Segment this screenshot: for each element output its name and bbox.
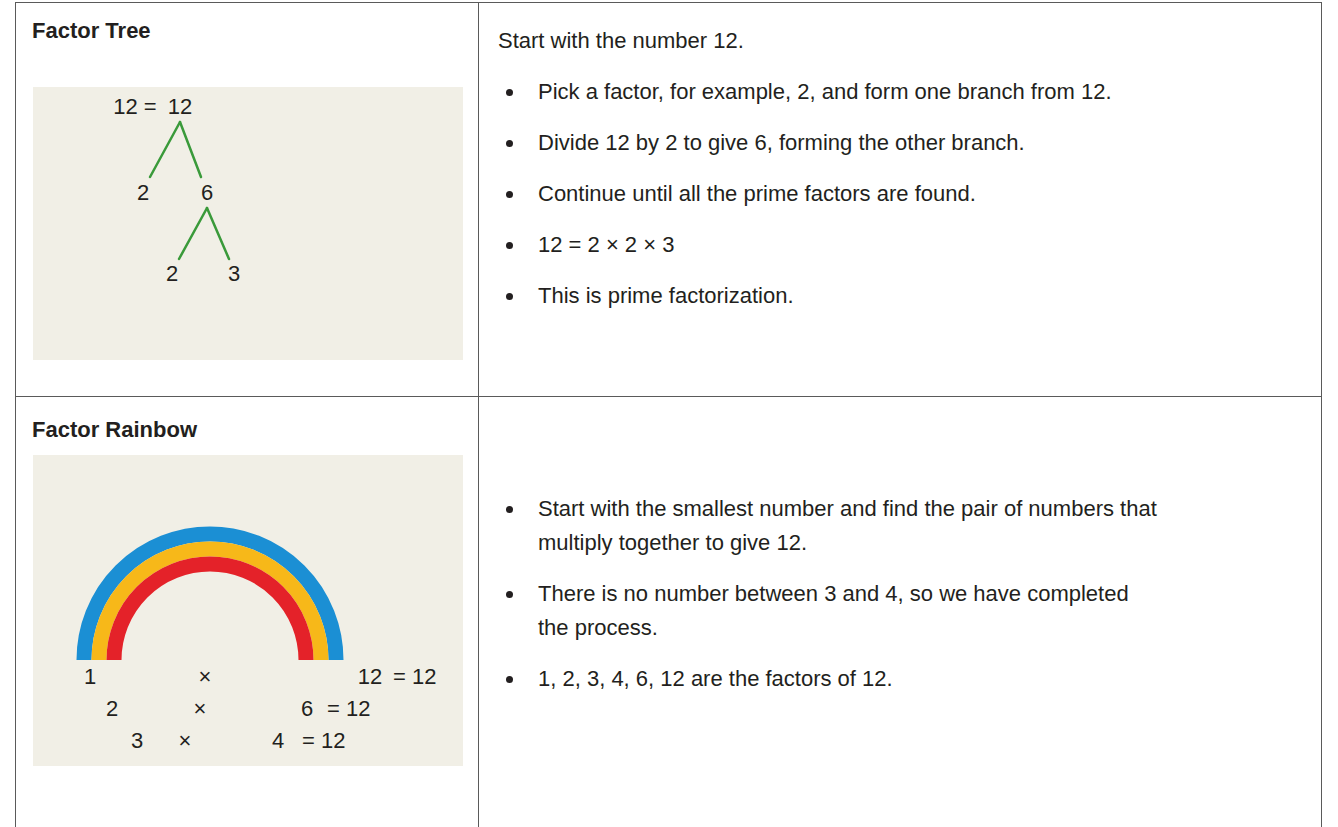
cell-heading: Factor Tree (32, 18, 151, 44)
example-number: 2 (106, 696, 118, 722)
rainbow-arc (84, 534, 336, 660)
bullet-item: There is no number between 3 and 4, so w… (498, 577, 1321, 645)
example-panel: 12 = 12 2 6 2 3 (33, 87, 463, 360)
bullet-text: Start with the smallest number and find … (538, 492, 1163, 560)
factor-tree-branches (150, 122, 229, 259)
rainbow-arc (114, 564, 306, 660)
bullet-text: Divide 12 by 2 to give 6, forming the ot… (538, 126, 1163, 160)
example-number: 3 (131, 728, 143, 754)
bullet-dot (506, 506, 513, 513)
example-number: 2 (166, 261, 178, 287)
example-number: 2 (137, 180, 149, 206)
bullet-dot (506, 140, 513, 147)
bullet-item: Start with the number 12. (498, 24, 1321, 58)
heading-cell: Factor Tree 12 = 12 2 6 2 3 (15, 2, 480, 398)
bullet-dot (506, 676, 513, 683)
bullet-text: This is prime factorization. (538, 279, 1163, 313)
bullet-item: Pick a factor, for example, 2, and form … (498, 75, 1321, 109)
bullet-item: 1, 2, 3, 4, 6, 12 are the factors of 12. (498, 662, 1321, 696)
example-number: = 12 (393, 664, 436, 690)
explanation-cell: Start with the smallest number and find … (478, 396, 1322, 827)
bullet-text: 12 = 2 × 2 × 3 (538, 228, 1163, 262)
bullet-dot (506, 89, 513, 96)
intro-text: Start with the number 12. (498, 24, 1123, 58)
example-number: 6 (301, 696, 313, 722)
tree-branch (179, 208, 207, 259)
explanation-cell: Start with the number 12. Pick a factor, … (478, 2, 1322, 398)
example-number: 12 (168, 94, 192, 120)
bullet-dot (506, 591, 513, 598)
example-number: = 12 (302, 728, 345, 754)
example-number: × (194, 696, 207, 722)
bullet-text: 1, 2, 3, 4, 6, 12 are the factors of 12. (538, 662, 1163, 696)
rainbow (84, 534, 336, 660)
example-number: × (179, 728, 192, 754)
tree-branch (207, 208, 229, 259)
heading-cell: Factor Rainbow 1 × 12 = 12 2 × 6 = 12 3 × 4 = 12 (15, 396, 480, 827)
example-number: 12 = (113, 94, 156, 120)
bullet-item: Divide 12 by 2 to give 6, forming the ot… (498, 126, 1321, 160)
bullet-text: Continue until all the prime factors are… (538, 177, 1163, 211)
bullet-dot (506, 242, 513, 249)
tree-branch (180, 122, 201, 177)
bullet-text: Pick a factor, for example, 2, and form … (538, 75, 1163, 109)
rainbow-arc (99, 549, 321, 660)
bullet-text: There is no number between 3 and 4, so w… (538, 577, 1163, 645)
bullet-dot (506, 293, 513, 300)
bullet-item: Continue until all the prime factors are… (498, 177, 1321, 211)
cell-heading: Factor Rainbow (32, 417, 197, 443)
bullet-item: This is prime factorization. (498, 279, 1321, 313)
example-number: 6 (201, 180, 213, 206)
example-number: 4 (272, 728, 284, 754)
example-number: 12 (358, 664, 382, 690)
example-number: = 12 (327, 696, 370, 722)
example-number: × (199, 664, 212, 690)
bullet-dot (506, 191, 513, 198)
bullet-item: Start with the smallest number and find … (498, 492, 1321, 560)
bullet-item: 12 = 2 × 2 × 3 (498, 228, 1321, 262)
example-number: 1 (84, 664, 96, 690)
tree-branch (150, 122, 180, 177)
example-panel: 1 × 12 = 12 2 × 6 = 12 3 × 4 = 12 (33, 455, 463, 766)
example-number: 3 (228, 261, 240, 287)
